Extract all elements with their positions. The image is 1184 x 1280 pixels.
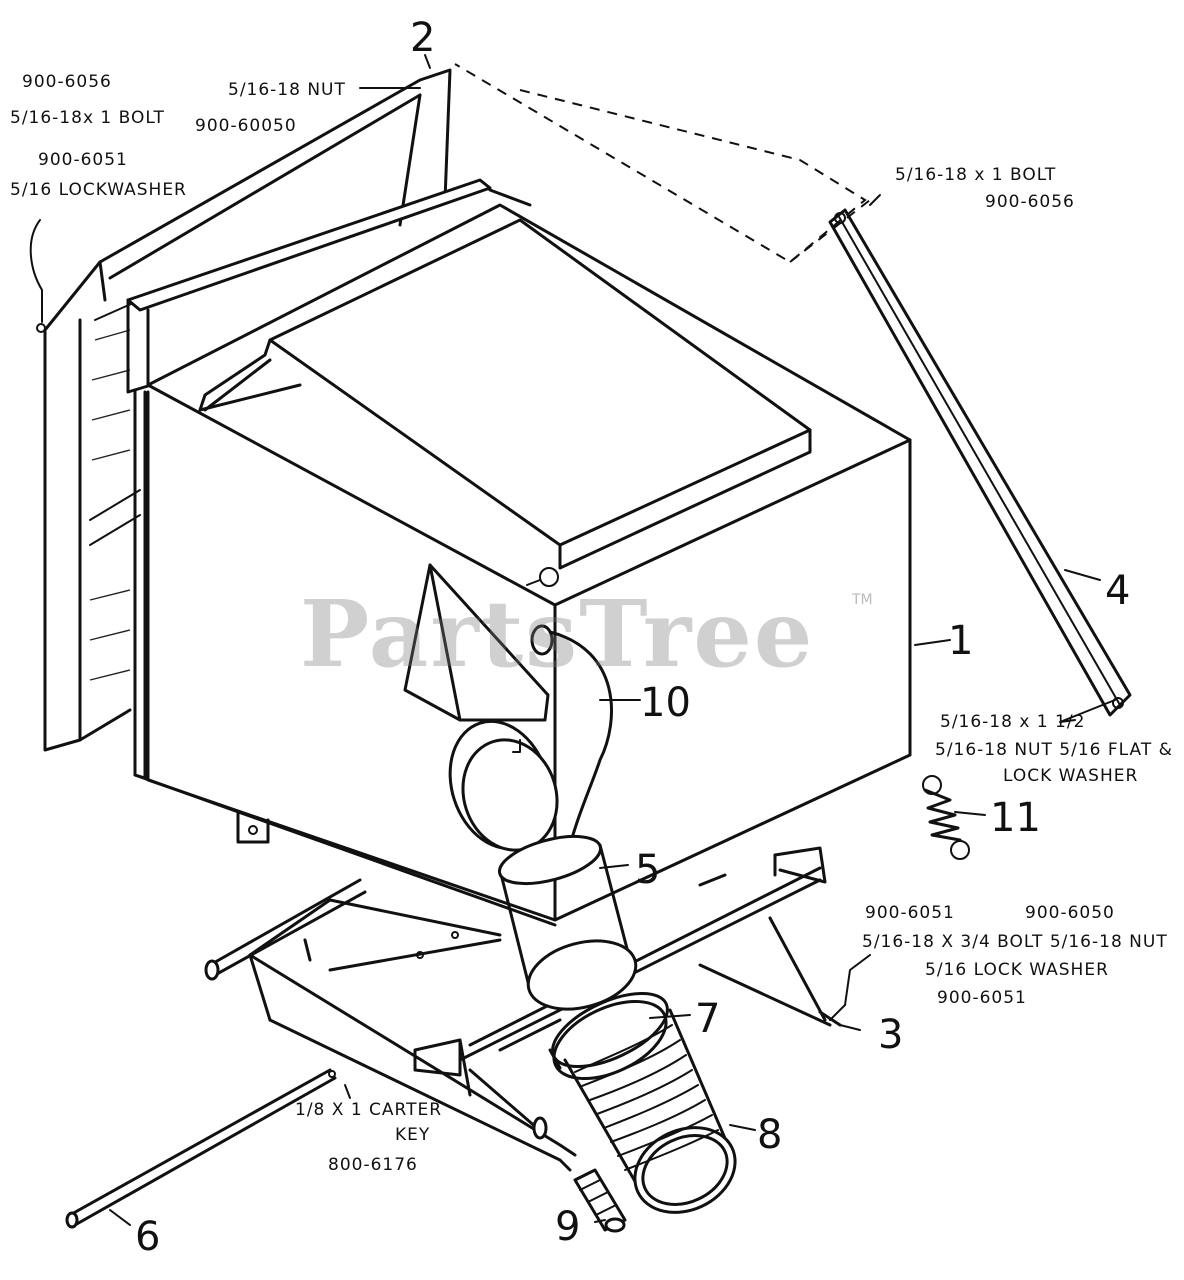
parts-tree-watermark: PartsTree — [300, 580, 815, 688]
lower-frame — [204, 846, 842, 1172]
assembly-guide-line — [454, 63, 867, 264]
note-cotter-pn: 800-6176 — [328, 1155, 418, 1175]
callout-8: 8 — [757, 1112, 783, 1158]
callout-5: 5 — [635, 847, 661, 893]
callout-6: 6 — [135, 1214, 161, 1260]
callout-3: 3 — [878, 1012, 904, 1058]
part-8-hose — [552, 999, 737, 1214]
callout-2: 2 — [410, 15, 436, 61]
note-right-bolt-pn: 900-6056 — [985, 192, 1075, 212]
note-right-hw3: LOCK WASHER — [1003, 766, 1139, 786]
callout-1: 1 — [948, 618, 974, 664]
part-6-rod — [65, 1068, 337, 1229]
note-bottom-lock: 5/16 LOCK WASHER — [925, 960, 1109, 980]
note-cotter-key: 1/8 X 1 CARTER — [295, 1100, 443, 1120]
part-11-spring — [922, 775, 970, 860]
part-10-cable — [530, 624, 613, 867]
part-7-clamp — [548, 992, 669, 1070]
note-top-nut: 5/16-18 NUT — [228, 80, 346, 100]
note-right-hw2: 5/16-18 NUT 5/16 FLAT & — [935, 740, 1173, 760]
callout-10: 10 — [640, 680, 691, 726]
rear-frame — [36, 68, 452, 752]
part-4-brace — [828, 208, 1132, 717]
trademark-symbol: TM — [852, 592, 873, 608]
note-bottom-pn-c: 900-6051 — [937, 988, 1027, 1008]
part-9-handle — [573, 1168, 627, 1233]
callout-4: 4 — [1105, 568, 1131, 614]
note-top-left-pn2: 900-6051 — [38, 150, 128, 170]
part-5-sleeve — [498, 834, 638, 1011]
note-cotter-key-2: KEY — [395, 1125, 431, 1145]
callout-7: 7 — [695, 996, 721, 1042]
callout-9: 9 — [555, 1204, 581, 1250]
note-bottom-pn-b: 900-6050 — [1025, 903, 1115, 923]
collector-box — [126, 178, 912, 927]
note-top-left-bolt: 5/16-18x 1 BOLT — [10, 108, 165, 128]
note-bottom-bolt: 5/16-18 X 3/4 BOLT 5/16-18 NUT — [862, 932, 1168, 952]
callout-11: 11 — [990, 795, 1041, 841]
leader-lines — [29, 54, 1116, 1226]
note-bottom-pn-a: 900-6051 — [865, 903, 955, 923]
outlet-chute — [403, 563, 559, 852]
note-top-left-lock: 5/16 LOCKWASHER — [10, 180, 187, 200]
note-right-hw1: 5/16-18 x 1 1/2 — [940, 712, 1086, 732]
note-top-nut-pn: 900-60050 — [195, 116, 297, 136]
note-right-bolt: 5/16-18 x 1 BOLT — [895, 165, 1057, 185]
note-top-left-pn1: 900-6056 — [22, 72, 112, 92]
